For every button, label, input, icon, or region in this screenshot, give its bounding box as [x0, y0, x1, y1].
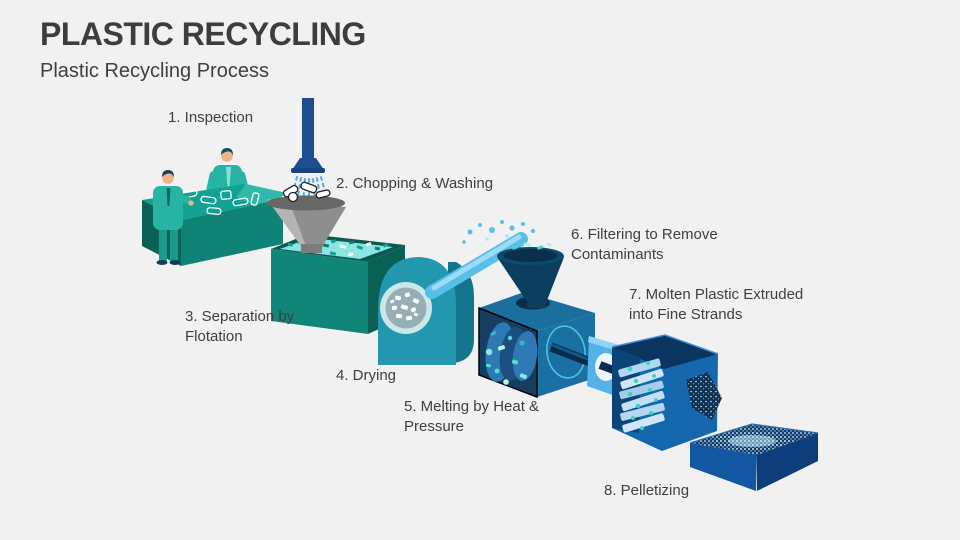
- step-label-8: 8. Pelletizing: [604, 482, 690, 499]
- worker-icon: [153, 170, 194, 265]
- bottle-icons: [282, 181, 331, 203]
- step-label-5: 5. Melting by Heat & Pressure: [404, 398, 540, 435]
- chopping-funnel-icon: [267, 181, 346, 253]
- step-label-4: 4. Drying: [336, 367, 397, 384]
- drying-machine-illustration: [378, 257, 474, 365]
- water-chute-illustration: [425, 220, 536, 299]
- step-label-7: 7. Molten Plastic Extruded into Fine Str…: [629, 286, 804, 323]
- strand-box-illustration: [611, 334, 722, 451]
- page-title: PLASTIC RECYCLING: [40, 16, 366, 52]
- page-subtitle: Plastic Recycling Process: [40, 60, 269, 82]
- step-label-2: 2. Chopping & Washing: [336, 175, 494, 192]
- extruder-screw: [485, 322, 538, 382]
- funnel-splash: [512, 242, 552, 250]
- melting-flakes: [485, 330, 528, 385]
- splash-droplets: [462, 220, 536, 244]
- step-label-1: 1. Inspection: [168, 109, 254, 126]
- pellet-chute: [686, 372, 722, 420]
- pellet-tray-illustration: [689, 423, 819, 491]
- filter-funnel-icon: [497, 242, 564, 308]
- step-label-3: 3. Separation by Flotation: [185, 308, 295, 345]
- plastic-strands: [618, 358, 665, 433]
- step-label-6: 6. Filtering to Remove Contaminants: [571, 226, 718, 263]
- inspection-illustration: [142, 148, 287, 266]
- dried-flakes: [390, 292, 420, 321]
- inspection-table: [142, 184, 287, 266]
